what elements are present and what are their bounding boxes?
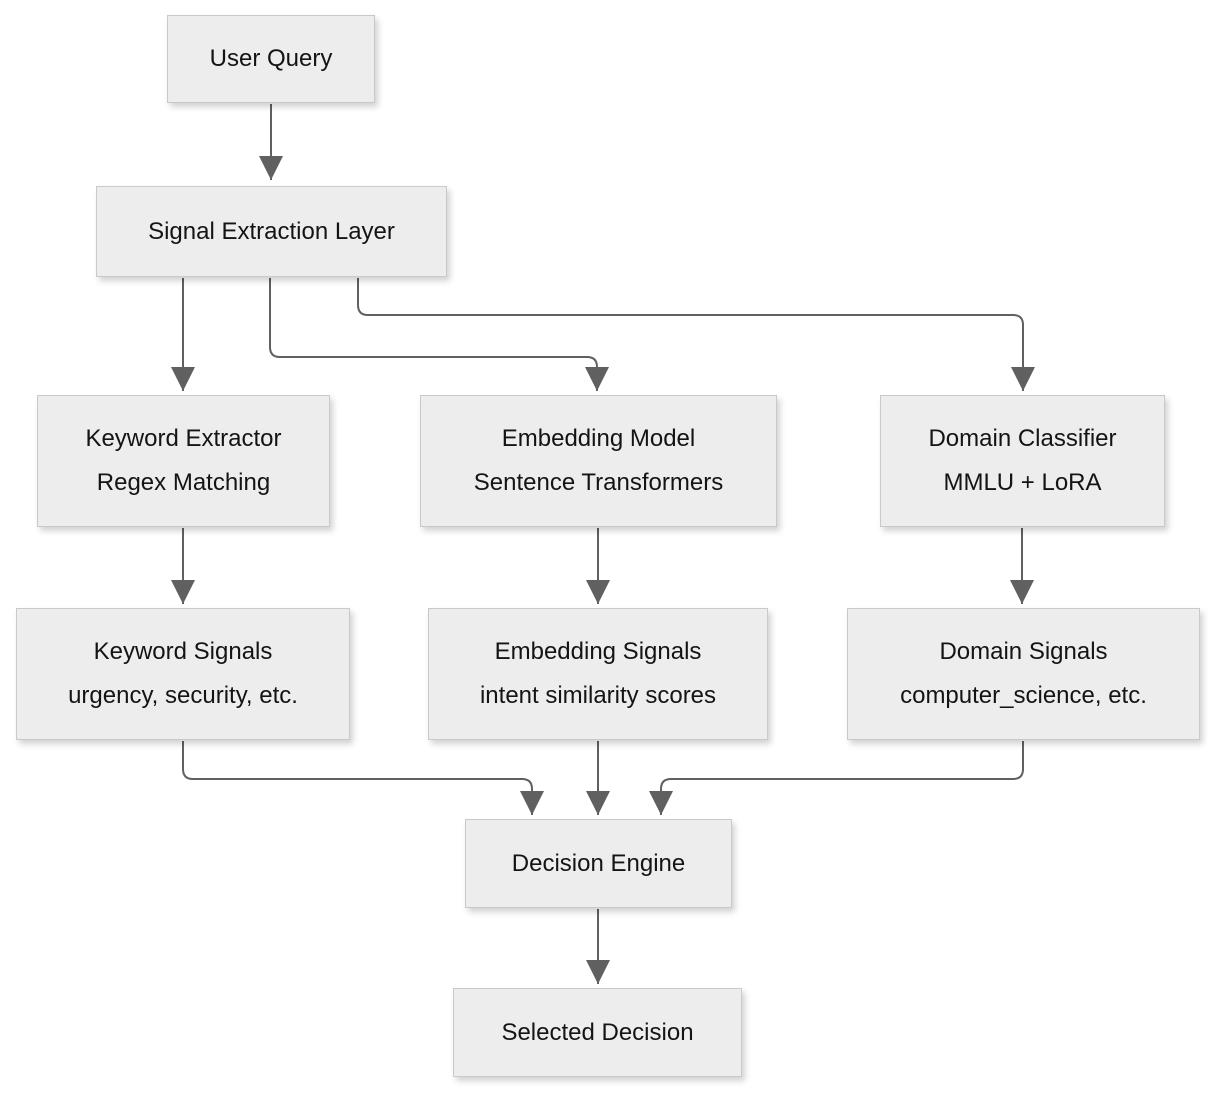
- node-sublabel: Sentence Transformers: [473, 469, 724, 496]
- node-label: Keyword Signals: [93, 638, 273, 665]
- node-decision-engine: Decision Engine: [465, 819, 732, 908]
- node-selected-decision: Selected Decision: [453, 988, 742, 1077]
- edge-keyword-signals-to-decision-engine: [182, 741, 544, 815]
- node-signal-extraction-layer: Signal Extraction Layer: [96, 186, 447, 277]
- node-domain-signals: Domain Signals computer_science, etc.: [847, 608, 1200, 740]
- node-sublabel: urgency, security, etc.: [68, 682, 298, 709]
- edge-domain-signals-to-decision-engine: [649, 741, 1024, 815]
- node-label: Domain Signals: [939, 638, 1108, 665]
- node-label: Selected Decision: [501, 1018, 694, 1046]
- node-label: Embedding Model: [501, 425, 696, 452]
- node-sublabel: computer_science, etc.: [900, 682, 1147, 709]
- node-label: Embedding Signals: [494, 638, 702, 665]
- node-label: Decision Engine: [511, 849, 686, 877]
- node-domain-classifier: Domain Classifier MMLU + LoRA: [880, 395, 1165, 527]
- node-label: Domain Classifier: [928, 425, 1117, 452]
- node-user-query: User Query: [167, 15, 375, 103]
- node-label: Signal Extraction Layer: [148, 217, 395, 245]
- node-sublabel: MMLU + LoRA: [943, 469, 1102, 496]
- node-keyword-signals: Keyword Signals urgency, security, etc.: [16, 608, 350, 740]
- node-sublabel: intent similarity scores: [479, 682, 717, 709]
- edge-signal-extraction-to-domain-classifier: [357, 278, 1035, 391]
- node-label: Keyword Extractor: [85, 425, 282, 452]
- edge-signal-extraction-to-embedding-model: [269, 278, 609, 391]
- node-embedding-model: Embedding Model Sentence Transformers: [420, 395, 777, 527]
- node-keyword-extractor: Keyword Extractor Regex Matching: [37, 395, 330, 527]
- node-sublabel: Regex Matching: [96, 469, 271, 496]
- node-embedding-signals: Embedding Signals intent similarity scor…: [428, 608, 768, 740]
- node-label: User Query: [209, 45, 333, 72]
